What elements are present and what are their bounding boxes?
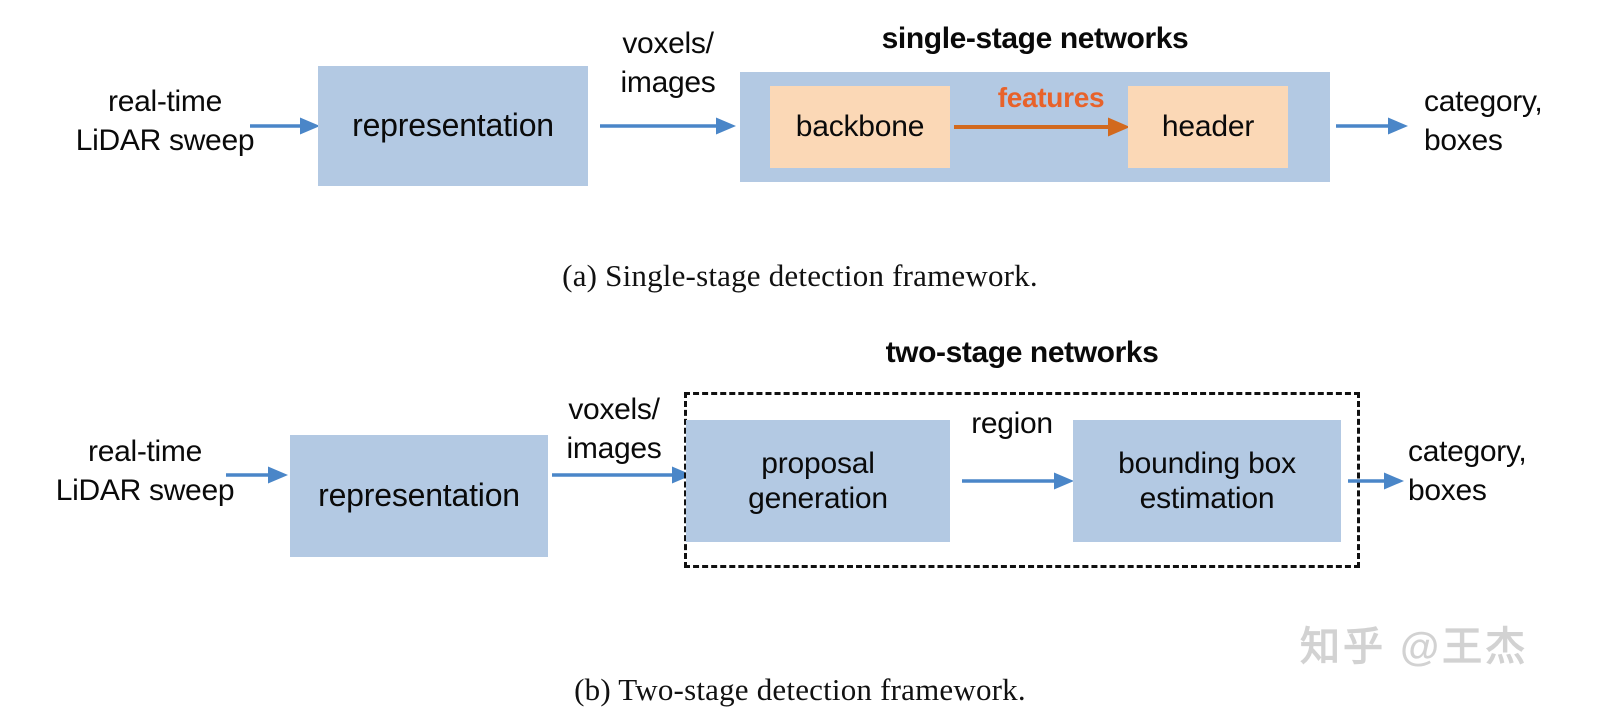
arrow-backbone-to-header xyxy=(954,114,1130,140)
edge-label-voxels-images-b: voxels/ images xyxy=(566,393,662,465)
panel-single-stage: single-stage networks real-time LiDAR sw… xyxy=(0,0,1600,310)
arrow-input-to-representation-a xyxy=(250,113,320,139)
caption-single-stage: (a) Single-stage detection framework. xyxy=(562,258,1038,293)
two-stage-group-title: two-stage networks xyxy=(885,336,1159,369)
single-stage-group-title: single-stage networks xyxy=(881,22,1189,55)
two-stage-input-label: real-time LiDAR sweep xyxy=(55,435,235,507)
two-stage-output-label: category, boxes xyxy=(1408,435,1527,507)
proposal-generation-box[interactable]: proposal generation xyxy=(686,420,950,542)
bounding-box-estimation-box[interactable]: bounding box estimation xyxy=(1073,420,1341,542)
panel-two-stage: two-stage networks real-time LiDAR sweep… xyxy=(0,320,1600,724)
edge-label-voxels-images-a: voxels/ images xyxy=(620,27,716,99)
representation-box-b[interactable]: representation xyxy=(290,435,548,557)
arrow-representation-to-networks-b xyxy=(552,462,692,488)
backbone-box[interactable]: backbone xyxy=(770,86,950,168)
watermark-zhihu: 知乎 @王杰 xyxy=(1300,625,1529,669)
features-edge-label: features xyxy=(997,82,1105,113)
arrow-representation-to-networks-a xyxy=(600,113,736,139)
single-stage-output-label: category, boxes xyxy=(1424,85,1543,157)
arrow-input-to-representation-b xyxy=(226,462,288,488)
arrow-networks-to-output-b xyxy=(1348,468,1404,494)
representation-box-a[interactable]: representation xyxy=(318,66,588,186)
caption-two-stage: (b) Two-stage detection framework. xyxy=(574,672,1026,707)
arrow-networks-to-output-a xyxy=(1336,113,1408,139)
arrow-proposal-to-bbox xyxy=(962,468,1074,494)
region-edge-label: region xyxy=(971,407,1053,440)
header-box[interactable]: header xyxy=(1128,86,1288,168)
single-stage-input-label: real-time LiDAR sweep xyxy=(75,85,255,157)
